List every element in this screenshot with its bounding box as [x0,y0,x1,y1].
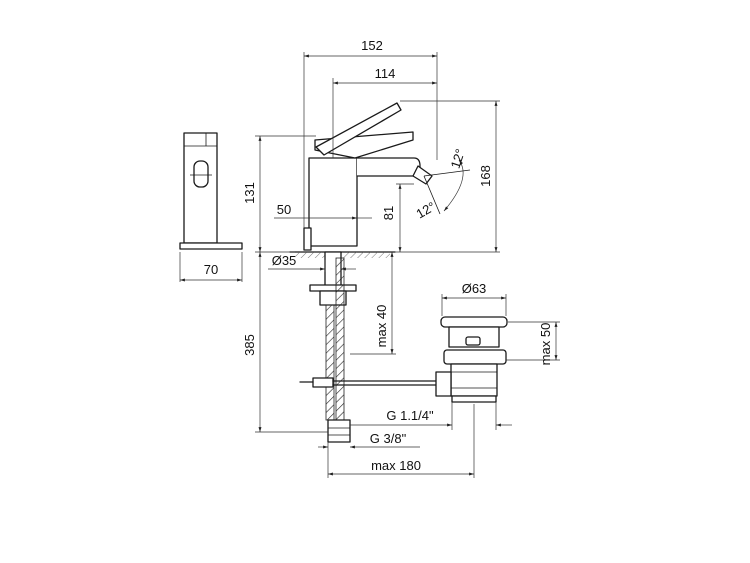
mixer-spout [356,157,421,177]
label-max-180: max 180 [371,458,421,473]
label-height-168: 168 [478,165,493,187]
flex-hose-left [325,304,335,421]
linkage-clamp [312,377,334,388]
lever-handle [315,102,402,156]
label-hole-dia-35: Ø35 [272,253,297,268]
label-width-114: 114 [375,66,396,81]
label-thread-waste: G 1.1/4" [386,408,434,423]
label-waste-dia-63: Ø63 [462,281,487,296]
waste-flange [440,316,508,328]
side-view-body [183,132,218,244]
flex-hose-right [335,257,345,421]
side-view-handle [193,160,209,188]
label-spout-50: 50 [277,202,291,217]
hose-connector [327,419,351,443]
label-height-81: 81 [381,206,396,220]
pop-up-rod [303,227,312,251]
aerator-nozzle [412,165,433,185]
pop-up-waste [435,316,508,403]
side-view: 70 [179,132,243,282]
label-angle-top: 12° [448,147,468,170]
label-width-152: 152 [361,38,383,53]
waste-body [450,363,498,397]
waste-nut [443,349,507,365]
label-max-40: max 40 [374,305,389,348]
label-length-385: 385 [242,334,257,356]
label-thread-supply: G 3/8" [370,431,407,446]
label-angle-bottom: 12° [413,199,438,222]
mixer-body [308,157,358,247]
fixing-nut [309,284,357,292]
dimension-lines: 152 114 168 131 50 81 12° 12° Ø [242,38,560,478]
label-height-131: 131 [242,182,257,204]
label-max-50: max 50 [538,323,553,366]
label-side-width: 70 [204,262,218,277]
side-view-base [179,242,243,250]
front-view [289,102,437,443]
waste-linkage-nut [435,371,452,397]
